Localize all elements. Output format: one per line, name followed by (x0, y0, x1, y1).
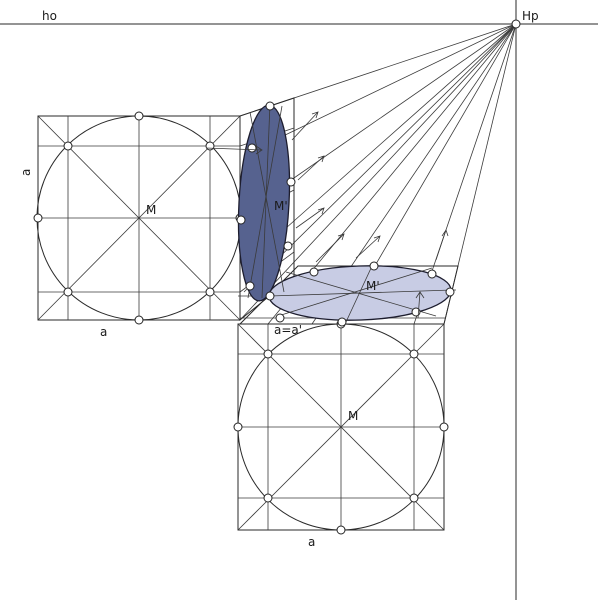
ray-3 (253, 23, 517, 151)
ellipse-points (236, 101, 455, 327)
bottom-point-right (439, 422, 449, 432)
vellipse-diag-2 (247, 105, 283, 299)
arrow-icon-1 (291, 111, 319, 141)
vellipse-diag-1 (249, 111, 285, 293)
arrow-icon-3 (295, 207, 325, 229)
hellipse-pt-1 (309, 267, 319, 277)
bottom-point-left (233, 422, 243, 432)
hellipse-diag-1 (285, 271, 437, 317)
arrow-icon-5 (355, 235, 381, 259)
equal-sides-label: a=a' (274, 323, 302, 337)
ray-4 (267, 23, 517, 197)
left-point-left (33, 213, 43, 223)
hellipse-axis (269, 289, 453, 297)
bottom-point-tr (409, 349, 419, 359)
direction-arrows (205, 111, 449, 319)
ellipse-construction-lines (247, 103, 453, 323)
ray-2 (239, 23, 517, 321)
hellipse-pt-6 (337, 317, 347, 327)
vellipse-pt-1 (247, 143, 257, 153)
vanishing-point-label: Hp (522, 9, 539, 23)
side-a-label-left: a (19, 169, 33, 176)
horizon-label: ho (42, 9, 57, 23)
bottom-point-bottom (336, 525, 346, 535)
left-point-tl (63, 141, 73, 151)
bottom-point-br (409, 493, 419, 503)
center-label-bottom: M (348, 409, 358, 423)
hellipse-pt-7 (275, 313, 285, 323)
left-point-bl (63, 287, 73, 297)
vellipse-pt-top (265, 101, 275, 111)
arrow-icon-6 (435, 229, 449, 261)
hellipse-vert (345, 265, 373, 323)
hellipse-pt-4 (445, 287, 455, 297)
ray-5 (267, 23, 517, 245)
hellipse-pt-3 (427, 269, 437, 279)
vellipse-pt-3 (236, 215, 246, 225)
vellipse-axis (261, 103, 271, 299)
hellipse-diag-2 (277, 267, 433, 317)
left-point-top (134, 111, 144, 121)
vellipse-pt-2 (286, 177, 296, 187)
center-label-horizontal: M' (366, 279, 380, 293)
side-a-label-bottom: a (308, 535, 315, 549)
vanishing-point-marker (511, 19, 521, 29)
arrow-icon-8 (415, 291, 425, 319)
bottom-point-tl (263, 349, 273, 359)
center-label-left: M (146, 203, 156, 217)
vellipse-pt-bottom (265, 291, 275, 301)
left-point-bottom (134, 315, 144, 325)
arrow-icon-4 (315, 233, 345, 263)
left-point-br (205, 287, 215, 297)
vellipse-pt-5 (245, 281, 255, 291)
bottom-square-construction (233, 319, 449, 535)
vellipse-pt-4 (283, 241, 293, 251)
center-label-vertical: M' (274, 199, 288, 213)
side-a-label-bottom-left: a (100, 325, 107, 339)
bottom-point-bl (263, 493, 273, 503)
hellipse-pt-2 (369, 261, 379, 271)
left-point-tr (205, 141, 215, 151)
left-square-construction (33, 111, 245, 325)
arrow-icon-7 (205, 145, 263, 155)
arrow-icon-2 (297, 155, 325, 181)
